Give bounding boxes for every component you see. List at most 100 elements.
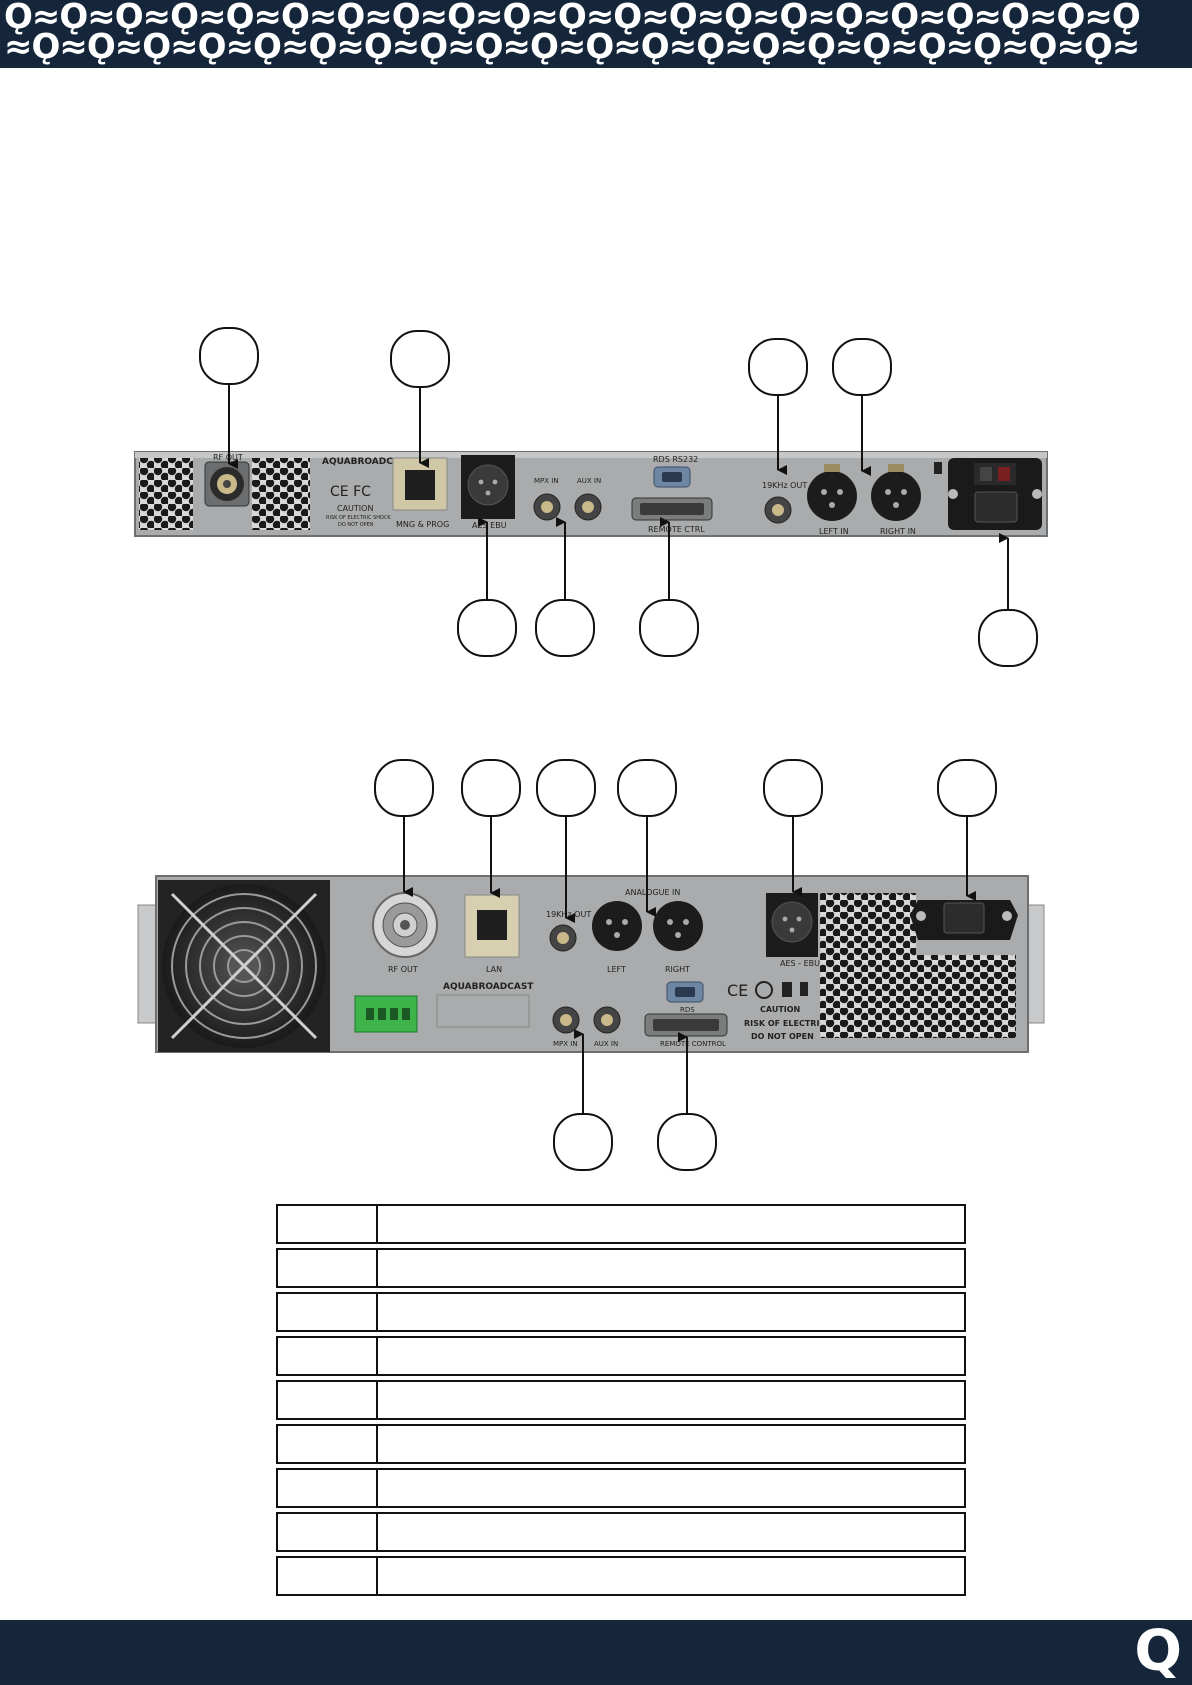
table-row [276, 1336, 966, 1376]
right-in-label-1u: RIGHT IN [880, 527, 916, 536]
pilot-label-2u: 19KHz OUT [546, 910, 591, 919]
cert-marks-1u: CE FC [330, 484, 371, 500]
panel-2u: RF OUT LAN AQUABROADCAST 19KHz OUT ANALO… [137, 875, 1045, 1053]
rf-out-label-2u: RF OUT [388, 965, 418, 974]
power-inlet-1u [948, 458, 1042, 530]
callouts-2u [374, 759, 997, 1171]
table-cell-number [276, 1380, 377, 1420]
table-cell-description [377, 1468, 966, 1508]
aes-label-1u: AES EBU [472, 521, 507, 530]
table-cell-description [377, 1512, 966, 1552]
callout-lan-2u [461, 759, 521, 817]
aes-label-2u: AES - EBU [780, 959, 820, 968]
callout-remote-1u [639, 599, 699, 657]
header-pattern-bottom: ≈Ǫ≈Ǫ≈Ǫ≈Ǫ≈Ǫ≈Ǫ≈Ǫ≈Ǫ≈Ǫ≈Ǫ≈Ǫ≈Ǫ≈Ǫ≈Ǫ≈Ǫ≈Ǫ≈Ǫ≈Ǫ≈Ǫ≈Ǫ… [4, 27, 1140, 67]
caution-label-1u: CAUTION [337, 504, 373, 513]
table-cell-description [377, 1556, 966, 1596]
rds-label-2u: RDS [680, 1006, 695, 1014]
table-cell-number [276, 1292, 377, 1332]
table-row [276, 1380, 966, 1420]
table-cell-description [377, 1380, 966, 1420]
panel-1u-top-edge [135, 452, 1047, 458]
footer-logo: Q [1134, 1619, 1182, 1684]
table-cell-number [276, 1512, 377, 1552]
left-xlr-2u [592, 901, 642, 951]
label-plate-2u [436, 994, 530, 1028]
table-row [276, 1468, 966, 1508]
right-label-2u: RIGHT [665, 965, 690, 974]
brand-label-1u: AQUABROADCAST [322, 457, 413, 467]
fan-icon [158, 880, 330, 1052]
vent-lower-2u [820, 955, 1016, 1038]
table-cell-number [276, 1336, 377, 1376]
warning-book-icon [782, 982, 792, 997]
callout-aes-1u [457, 599, 517, 657]
table-cell-description [377, 1292, 966, 1332]
lan-port-1u [392, 457, 448, 511]
left-label-2u: LEFT [607, 965, 626, 974]
header-band: Ǫ≈Ǫ≈Ǫ≈Ǫ≈Ǫ≈Ǫ≈Ǫ≈Ǫ≈Ǫ≈Ǫ≈Ǫ≈Ǫ≈Ǫ≈Ǫ≈Ǫ≈Ǫ≈Ǫ≈Ǫ≈Ǫ≈Ǫ≈… [0, 0, 1192, 68]
power-symbol-icon [755, 981, 773, 999]
lan-label-2u: LAN [486, 965, 502, 974]
header-pattern-top: Ǫ≈Ǫ≈Ǫ≈Ǫ≈Ǫ≈Ǫ≈Ǫ≈Ǫ≈Ǫ≈Ǫ≈Ǫ≈Ǫ≈Ǫ≈Ǫ≈Ǫ≈Ǫ≈Ǫ≈Ǫ≈Ǫ≈Ǫ≈… [4, 0, 1141, 37]
table-cell-description [377, 1336, 966, 1376]
aux-bnc-2u [593, 1006, 621, 1034]
remote-label-2u: REMOTE CONTROL [660, 1040, 726, 1048]
table-row [276, 1512, 966, 1552]
right-xlr-2u [653, 901, 703, 951]
caution-sub1-2u: RISK OF ELECTRIC [744, 1019, 825, 1028]
table-cell-number [276, 1204, 377, 1244]
weee-icon-2u [800, 982, 808, 996]
brand-label-2u: AQUABROADCAST [443, 982, 534, 992]
power-inlet-2u [910, 900, 1018, 940]
callout-mpx-aux-2u [553, 1113, 613, 1171]
callout-rf-out-1u [199, 327, 259, 385]
callout-remote-2u [657, 1113, 717, 1171]
aux-label-2u: AUX IN [594, 1040, 618, 1048]
rds-db9-1u [653, 466, 691, 488]
left-xlr-1u [807, 464, 857, 521]
table-row [276, 1248, 966, 1288]
callout-power-1u [978, 609, 1038, 667]
connector-table [276, 1200, 966, 1600]
table-cell-number [276, 1248, 377, 1288]
table-row [276, 1424, 966, 1464]
table-cell-description [377, 1248, 966, 1288]
pilot-bnc-2u [549, 924, 577, 952]
table-cell-number [276, 1556, 377, 1596]
panel-1u: RF OUT AQUABROADCAST CE FC CAUTION RISK … [134, 451, 1048, 537]
callout-mpx-aux-1u [535, 599, 595, 657]
vent-right-1u [252, 458, 310, 530]
footer-band: Q [0, 1620, 1192, 1685]
pilot-label-1u: 19KHz OUT [762, 481, 807, 490]
terminal-block-icon [354, 995, 418, 1033]
analogue-label-2u: ANALOGUE IN [625, 888, 680, 897]
left-in-label-1u: LEFT IN [819, 527, 849, 536]
callout-rf-out-2u [374, 759, 434, 817]
caution-sub2-1u: DO NOT OPEN [338, 522, 374, 528]
mpx-bnc-2u [552, 1006, 580, 1034]
rds-label-1u: RDS RS232 [653, 455, 698, 464]
table-cell-number [276, 1424, 377, 1464]
callout-analogue-2u [617, 759, 677, 817]
table-row [276, 1292, 966, 1332]
remote-db25-2u [644, 1013, 728, 1037]
aes-connector-2u [766, 893, 818, 957]
mpx-bnc-1u [533, 493, 561, 521]
callout-pilot-1u [748, 338, 808, 396]
rf-out-connector-1u [204, 461, 250, 507]
lan-port-2u [464, 894, 520, 958]
caution-sub1-1u: RISK OF ELECTRIC SHOCK [326, 515, 391, 521]
aux-label-1u: AUX IN [577, 477, 601, 485]
pilot-bnc-1u [764, 496, 792, 524]
vent-upper-2u [820, 893, 916, 967]
mpx-label-1u: MPX IN [534, 477, 559, 485]
aes-connector-1u [461, 455, 515, 519]
weee-icon-1u [934, 462, 942, 474]
mpx-label-2u: MPX IN [553, 1040, 578, 1048]
rf-out-label-1u: RF OUT [213, 453, 243, 462]
caution-sub2-2u: DO NOT OPEN [751, 1032, 814, 1041]
remote-db25-1u [631, 497, 713, 521]
callouts-1u [199, 327, 1038, 667]
